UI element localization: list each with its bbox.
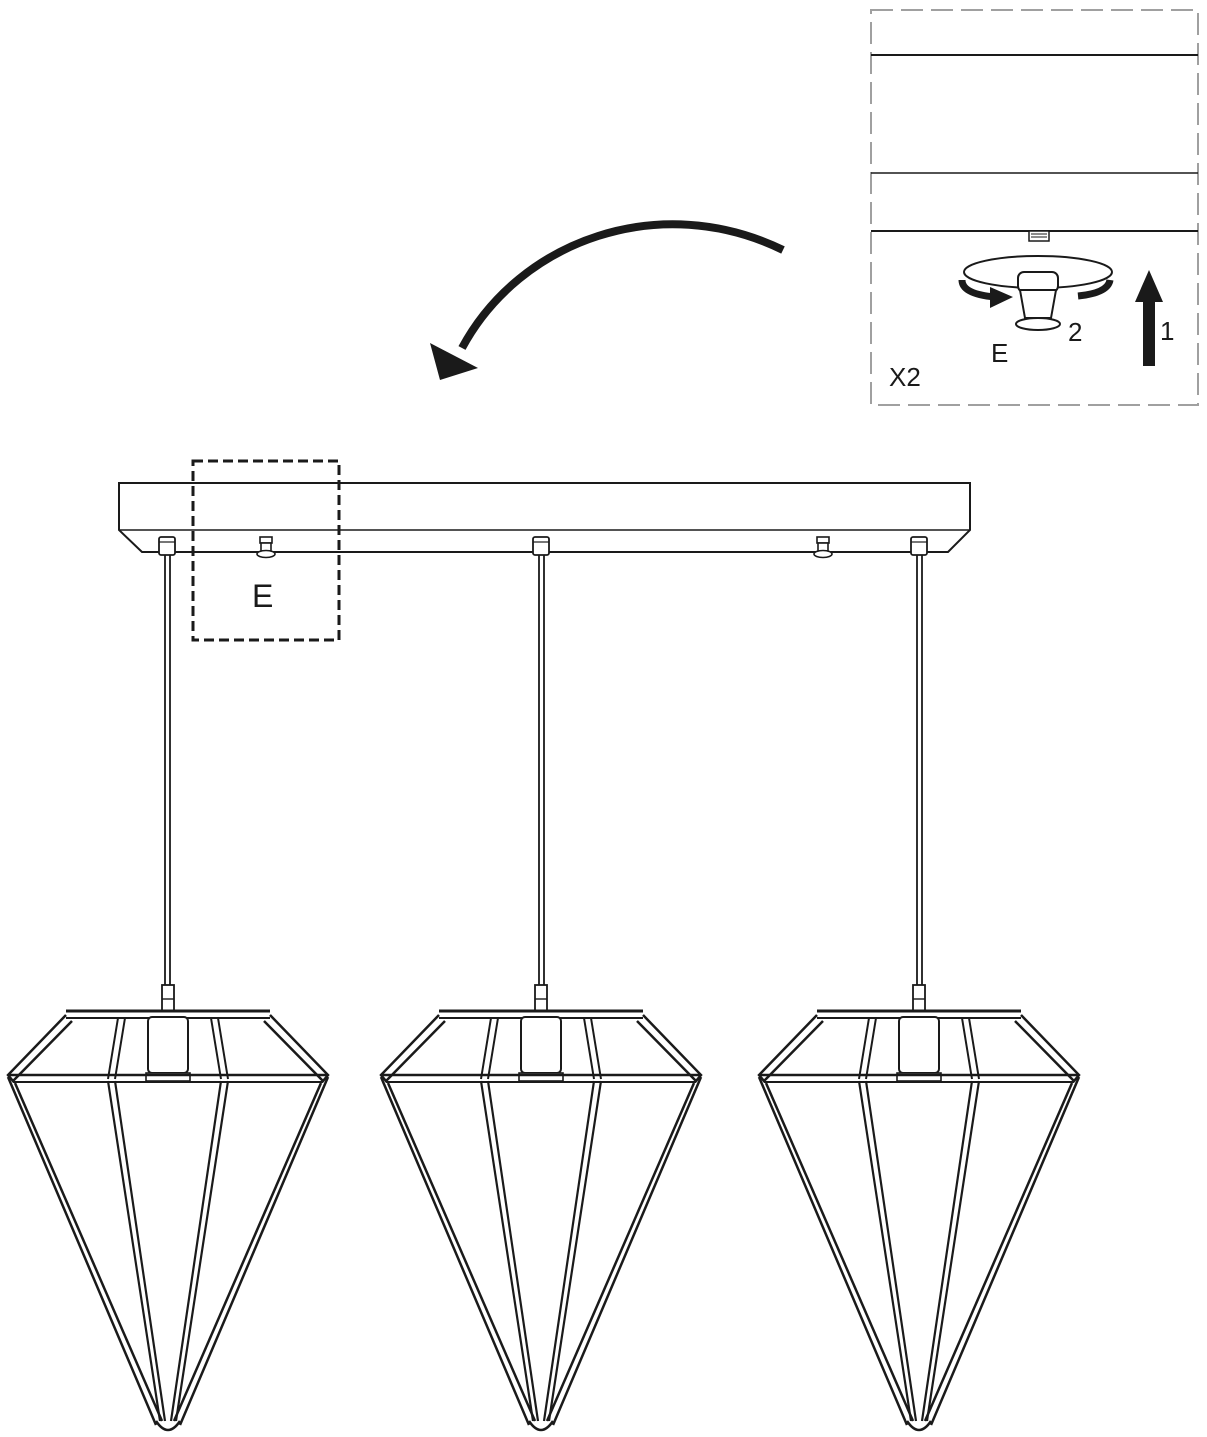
step-rotate-label: 2 [1068,317,1082,347]
rotate-arrow-icon [958,279,1114,308]
cord-cap [158,536,176,556]
inset-part-label: E [991,338,1008,368]
detail-inset: E 2 1 X2 [870,9,1199,406]
step-lift-label: 1 [1160,316,1174,346]
part-e-icon [1015,271,1061,331]
callout-part-label: E [252,578,273,614]
pendant-shade [757,983,1081,1432]
cord-cap [910,536,928,556]
pendant-shade [379,983,703,1432]
cord-cap [532,536,550,556]
ceiling-screw-icon [1028,230,1050,242]
canopy-bar [118,482,971,553]
quantity-label: X2 [889,362,921,392]
curved-arrow-icon [430,220,785,380]
pendant-cords [164,555,923,985]
inset-frame [870,9,1199,406]
pendant-shade [6,983,330,1432]
callout-box [191,459,341,642]
lift-arrow-icon [1135,270,1163,366]
